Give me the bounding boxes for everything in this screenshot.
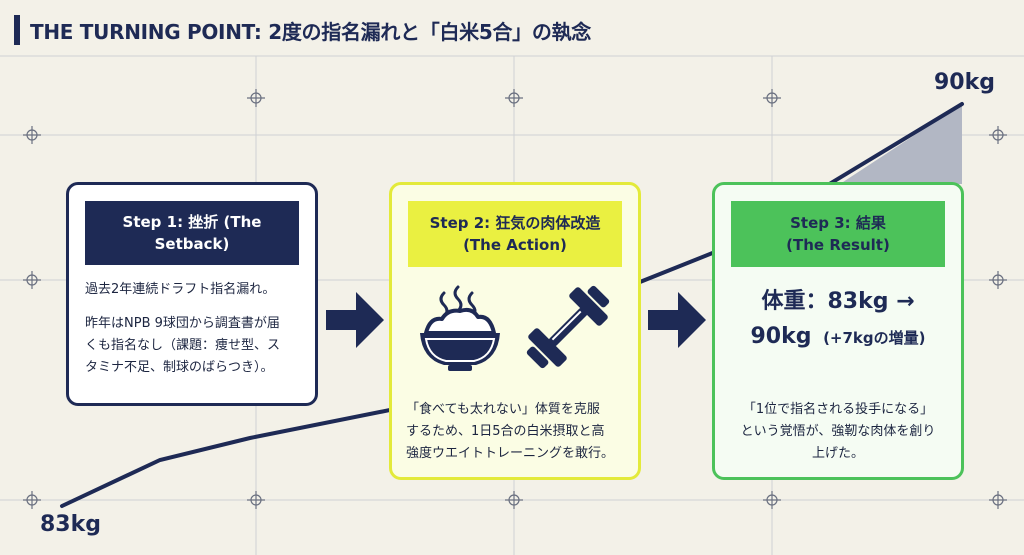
step-3-line: という覚悟が、強靭な肉体を創り [740, 424, 936, 439]
step-3-card: Step 3: 結果 (The Result) 体重：83kg → 90kg (… [712, 182, 964, 480]
step-1-line: タミナ不足、制球のばらつき）。 [85, 360, 274, 375]
step-3-title: Step 3: 結果 [790, 214, 886, 232]
dumbbell-icon [526, 285, 610, 369]
step-3-body: 「1位で指名される投手になる」 という覚悟が、強靭な肉体を創り 上げた。 [715, 399, 961, 465]
step-3-line: 上げた。 [811, 446, 864, 461]
rice-bowl-icon [420, 285, 500, 371]
step-3-line: 「1位で指名される投手になる」 [742, 402, 934, 417]
page-title: THE TURNING POINT: 2度の指名漏れと「白米5合」の執念 [30, 19, 591, 44]
start-weight-label: 83kg [40, 512, 101, 537]
arrow-right-icon [648, 292, 706, 348]
step-2-title: Step 2: 狂気の肉体改造 [429, 214, 601, 232]
step-1-line: 昨年はNPB 9球団から調査書が届 [85, 316, 280, 331]
step-1-body: 過去2年連続ドラフト指名漏れ。 昨年はNPB 9球団から調査書が届 くも指名なし… [85, 279, 311, 379]
step-2-line: 強度ウエイトトレーニングを敢行。 [406, 446, 615, 461]
step-1-line: 過去2年連続ドラフト指名漏れ。 [85, 282, 276, 297]
weight-change-result: 体重：83kg → 90kg (+7kgの増量) [715, 285, 961, 356]
step-3-header: Step 3: 結果 (The Result) [731, 201, 945, 267]
step-2-card: Step 2: 狂気の肉体改造 (The Action) [389, 182, 641, 480]
step-1-card: Step 1: 挫折 (The Setback) 過去2年連続ドラフト指名漏れ。… [66, 182, 318, 406]
result-line-1: 体重：83kg → [761, 289, 915, 314]
step-2-line: 「食べても太れない」体質を克服 [406, 402, 600, 417]
arrow-right-icon [326, 292, 384, 348]
step-2-body: 「食べても太れない」体質を克服 するため、1日5合の白米摂取と高 強度ウエイトト… [406, 399, 630, 465]
result-note: (+7kgの増量) [823, 329, 926, 347]
header: THE TURNING POINT: 2度の指名漏れと「白米5合」の執念 [14, 14, 591, 46]
header-accent-bar [14, 15, 20, 45]
step-2-header: Step 2: 狂気の肉体改造 (The Action) [408, 201, 622, 267]
result-line-2: 90kg [750, 324, 812, 349]
end-weight-label: 90kg [934, 70, 995, 95]
step-1-line [85, 301, 311, 313]
step-2-subtitle: (The Action) [463, 236, 567, 254]
step-2-line: するため、1日5合の白米摂取と高 [406, 424, 605, 439]
step-1-line: くも指名なし（課題：痩せ型、ス [85, 338, 281, 353]
step-1-title: Step 1: 挫折 (The Setback) [122, 213, 262, 253]
step-1-header: Step 1: 挫折 (The Setback) [85, 201, 299, 265]
step-3-subtitle: (The Result) [786, 236, 890, 254]
